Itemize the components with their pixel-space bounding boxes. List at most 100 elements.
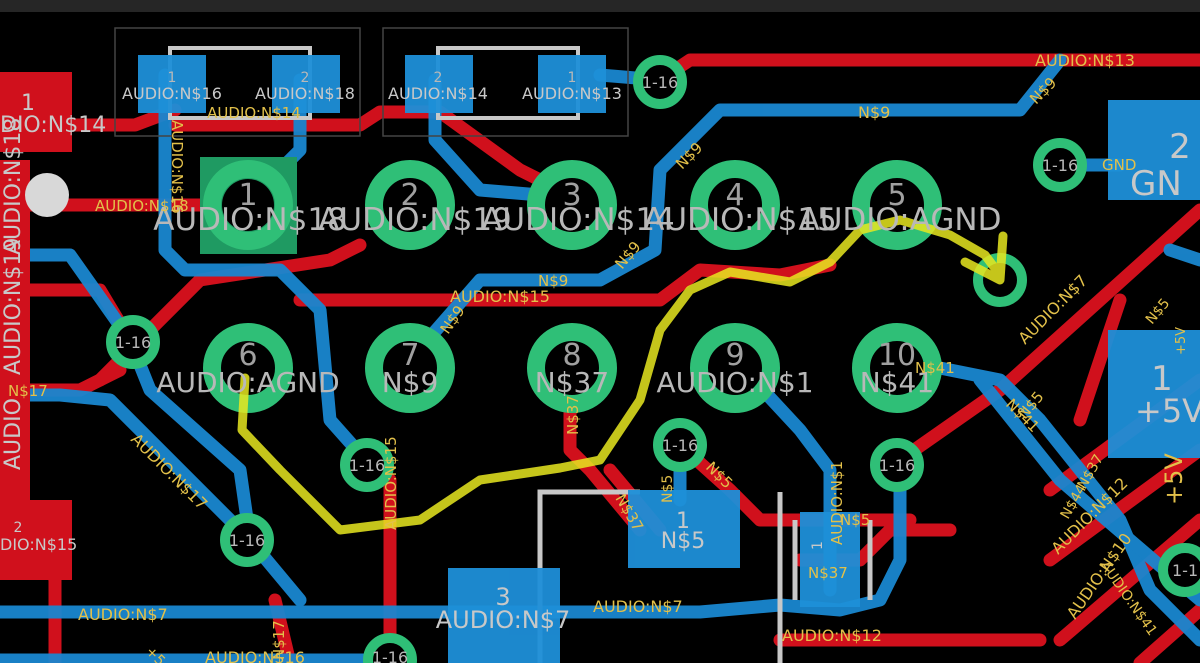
smd-left-pad1[interactable] [138, 55, 206, 113]
via-left[interactable] [106, 315, 160, 369]
small-part-num: 1 [810, 541, 826, 550]
n17-label: N$17 [8, 382, 48, 400]
pin-ring-1[interactable] [203, 160, 293, 250]
pin-ring-7[interactable] [365, 323, 455, 413]
left-pad1-net: DIO:N$14 [0, 113, 106, 138]
header-pin-rings [203, 160, 942, 413]
pin-ring-3[interactable] [527, 160, 617, 250]
via-label-bottom-left: 1-16 [229, 531, 265, 550]
label-audio-n7-left: AUDIO:N$7 [78, 605, 168, 624]
smd-left-pad2-net: AUDIO:N$18 [255, 84, 355, 103]
smd-left-pad1-net: AUDIO:N$16 [122, 84, 222, 103]
pin-num-1: 1 [238, 178, 257, 213]
via-right-edge[interactable] [1158, 543, 1200, 597]
via-label-right-edge: 1-1 [1172, 561, 1198, 580]
smd-n7-pad[interactable] [448, 568, 560, 663]
label-audio-n12-bottom: AUDIO:N$12 [782, 626, 882, 645]
trace-n9 [403, 53, 1067, 367]
via-bottom-left[interactable] [220, 513, 274, 567]
pin1-hole [222, 179, 274, 231]
pin-net-8: N$37 [535, 366, 609, 399]
via-label-center: 1-16 [662, 436, 698, 455]
mounting-hole [25, 173, 69, 217]
trace-right-diag-2 [1043, 443, 1200, 567]
smd-right-pad1-num: 1 [568, 70, 577, 86]
pin-num-6: 6 [238, 338, 257, 373]
via-bottom[interactable] [363, 633, 417, 663]
right-pad-gnd-net: GN [1130, 164, 1182, 204]
smd-right-pad1[interactable] [538, 55, 606, 113]
pin-num-10: 10 [878, 338, 916, 373]
right-pad-5v[interactable] [1108, 330, 1200, 458]
left-edge-strip [0, 160, 30, 500]
label-audio-n13: AUDIO:N$13 [1035, 51, 1135, 70]
label-n37-bottom: N$37 [808, 564, 848, 582]
label-audio-n15: AUDIO:N$15 [450, 287, 550, 306]
pin-ring-2[interactable] [365, 160, 455, 250]
highlight-annotation [237, 215, 1008, 535]
via-label-center-left: 1-16 [349, 456, 385, 475]
left-pad-1[interactable] [0, 72, 72, 152]
left-pad1-num: 1 [21, 91, 35, 116]
via-center-right[interactable] [870, 438, 924, 492]
pin-num-9: 9 [725, 338, 744, 373]
label-audio-n16-vert: AUDIO:N$16 [168, 120, 186, 214]
smd-n5-pad[interactable] [628, 490, 740, 568]
pin-net-6: AUDIO:AGND [156, 366, 339, 399]
trace-n41 [893, 353, 1200, 647]
left-vertical-audio: AUDIO [1, 398, 26, 470]
highlight-path [237, 215, 1005, 535]
vias [106, 55, 1200, 663]
trace-right-diag-3 [1053, 513, 1200, 647]
right-pad-gnd[interactable] [1108, 100, 1200, 200]
label-gnd: GND [1102, 156, 1136, 174]
smd-n37-pad[interactable] [800, 512, 860, 607]
via-center-left[interactable] [340, 438, 394, 492]
trace-right-diag-4 [1133, 603, 1200, 663]
outline-left-smd [114, 27, 361, 137]
pin-ring-9[interactable] [690, 323, 780, 413]
top-toolbar-strip [0, 0, 1200, 12]
pin-num-2: 2 [400, 178, 419, 213]
trace-audio-n16 [158, 68, 377, 472]
outline-right-smd [382, 27, 629, 137]
left-vertical-n19: AUDIO:N$19 [1, 238, 26, 375]
via-gnd[interactable] [1033, 138, 1087, 192]
pin-net-1: AUDIO:N$18 [153, 202, 347, 238]
via-label-center-right: 1-16 [879, 456, 915, 475]
via-top[interactable] [633, 55, 687, 109]
right-pad-5v-num: 1 [1151, 359, 1173, 399]
pin-net-7: N$9 [382, 366, 439, 399]
via-center[interactable] [653, 418, 707, 472]
pin-num-3: 3 [562, 178, 581, 213]
label-n5-bottom: N$5 [840, 511, 870, 529]
label-n5-right: N$5 [1143, 296, 1173, 328]
smd-right-pad2[interactable] [405, 55, 473, 113]
smd-left-trace-label: AUDIO:N$14 [207, 104, 301, 122]
n7-part-net: AUDIO:N$7 [436, 606, 571, 634]
pin-ring-8[interactable] [527, 323, 617, 413]
left-pad-2[interactable] [0, 500, 72, 580]
pin-num-4: 4 [725, 178, 744, 213]
via-label-top: 1-16 [642, 73, 678, 92]
highlight-arrowhead [960, 231, 1008, 285]
trace-n5-right [1073, 293, 1127, 427]
smd-right-pad2-net: AUDIO:N$14 [388, 84, 488, 103]
pin-num-7: 7 [400, 338, 419, 373]
pin-ring-4[interactable] [690, 160, 780, 250]
n5-part-num: 1 [676, 509, 690, 534]
label-audio-n16-bottom: AUDIO:N$16 [205, 648, 305, 663]
left-pad2-net: DIO:N$15 [0, 535, 77, 554]
smd-left-pad2[interactable] [272, 55, 340, 113]
trace-n41-diag [973, 373, 1200, 607]
label-audio-n17-diag: AUDIO:N$17 [127, 429, 211, 513]
component-outlines [114, 27, 629, 137]
pin-net-2: AUDIO:N$19 [318, 202, 512, 238]
left-edge-pads [0, 72, 72, 580]
label-audio-n18: AUDIO:N$18 [95, 197, 189, 215]
pin-ring-10[interactable] [852, 323, 942, 413]
trace-audio-n15 [293, 258, 837, 307]
silk-small-part [792, 520, 873, 600]
